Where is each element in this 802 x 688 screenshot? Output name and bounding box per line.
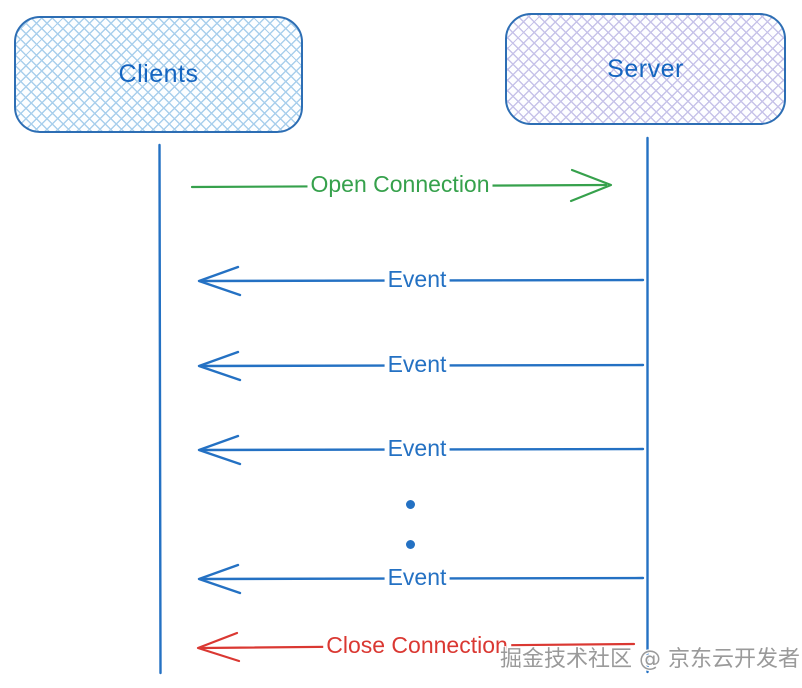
actor-server-label: Server <box>607 54 684 83</box>
ellipsis-dot <box>406 540 415 549</box>
watermark: 掘金技术社区 @ 京东云开发者 <box>500 647 800 672</box>
arrowhead-left-icon <box>197 563 242 595</box>
ellipsis-dot <box>406 500 415 509</box>
arrowhead-right-icon <box>569 168 613 203</box>
clients-lifeline <box>158 143 162 675</box>
actor-clients: Clients <box>14 16 303 133</box>
message-label-open-connection: Open Connection <box>307 171 493 199</box>
arrowhead-left-icon <box>197 265 242 297</box>
message-label-event-1: Event <box>384 266 450 294</box>
arrowhead-left-icon <box>197 434 242 466</box>
message-label-close-connection: Close Connection <box>323 632 511 660</box>
arrowhead-left-icon <box>196 631 241 663</box>
message-label-event-4: Event <box>384 564 450 592</box>
actor-server: Server <box>505 13 786 125</box>
message-label-event-3: Event <box>384 435 450 463</box>
message-label-event-2: Event <box>384 351 450 379</box>
actor-clients-label: Clients <box>118 60 199 88</box>
arrowhead-left-icon <box>197 350 242 382</box>
